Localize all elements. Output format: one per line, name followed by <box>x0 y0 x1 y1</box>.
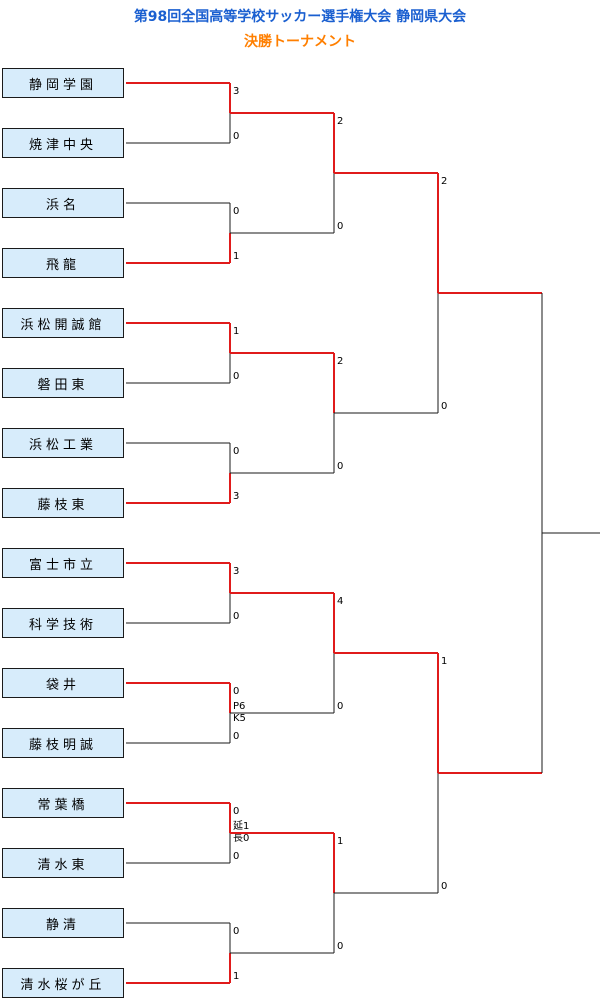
score-label: 3 <box>233 86 239 97</box>
score-label: 0 <box>233 686 239 697</box>
team-box: 飛龍 <box>2 248 124 278</box>
score-label: 0 <box>233 206 239 217</box>
tournament-title: 第98回全国高等学校サッカー選手権大会 静岡県大会 <box>133 9 467 25</box>
team-box: 磐田東 <box>2 368 124 398</box>
score-note: K5 <box>233 713 246 724</box>
score-label: 0 <box>233 611 239 622</box>
team-box: 清水桜が丘 <box>2 968 124 998</box>
score-label: 1 <box>233 971 239 982</box>
team-box: 富士市立 <box>2 548 124 578</box>
score-label: 1 <box>441 656 447 667</box>
score-label: 2 <box>337 116 343 127</box>
score-label: 0 <box>233 806 239 817</box>
score-label: 3 <box>233 491 239 502</box>
team-box: 科学技術 <box>2 608 124 638</box>
team-box: 藤枝東 <box>2 488 124 518</box>
score-label: 1 <box>233 326 239 337</box>
score-label: 0 <box>233 926 239 937</box>
team-box: 焼津中央 <box>2 128 124 158</box>
score-label: 2 <box>337 356 343 367</box>
score-label: 0 <box>233 371 239 382</box>
score-label: 0 <box>337 941 343 952</box>
team-box: 清水東 <box>2 848 124 878</box>
score-label: 0 <box>233 851 239 862</box>
score-label: 2 <box>441 176 447 187</box>
score-label: 0 <box>233 731 239 742</box>
score-note: 長0 <box>233 832 249 844</box>
score-label: 0 <box>441 401 447 412</box>
score-label: 0 <box>233 446 239 457</box>
team-box: 浜名 <box>2 188 124 218</box>
team-box: 袋井 <box>2 668 124 698</box>
team-box: 浜松開誠館 <box>2 308 124 338</box>
score-note: 延1 <box>233 820 249 832</box>
score-label: 0 <box>337 221 343 232</box>
score-label: 0 <box>337 461 343 472</box>
bracket-subtitle: 決勝トーナメント <box>244 34 356 50</box>
team-box: 藤枝明誠 <box>2 728 124 758</box>
score-label: 0 <box>233 131 239 142</box>
team-box: 静岡学園 <box>2 68 124 98</box>
score-label: 3 <box>233 566 239 577</box>
score-label: 0 <box>441 881 447 892</box>
score-note: P6 <box>233 701 245 712</box>
score-label: 1 <box>233 251 239 262</box>
team-box: 静清 <box>2 908 124 938</box>
team-box: 常葉橋 <box>2 788 124 818</box>
score-label: 1 <box>337 836 343 847</box>
team-box: 浜松工業 <box>2 428 124 458</box>
score-label: 0 <box>337 701 343 712</box>
score-label: 4 <box>337 596 343 607</box>
